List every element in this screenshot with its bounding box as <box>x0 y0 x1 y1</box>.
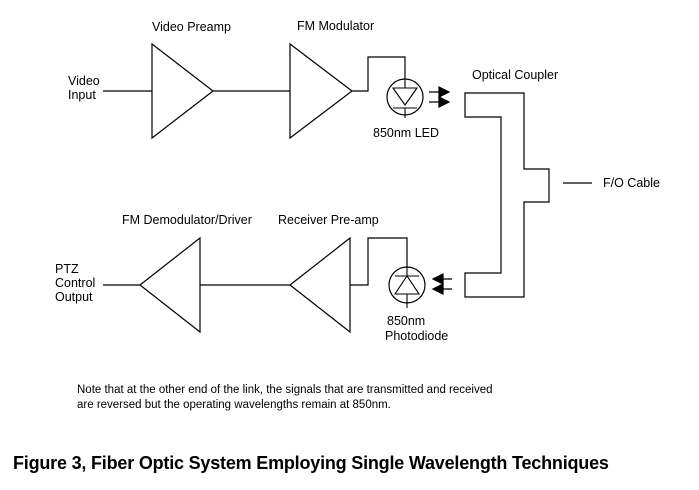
light-arrow-right-icon <box>429 86 451 98</box>
video-preamp-triangle <box>151 42 214 140</box>
led-emission-arrows-icon <box>429 86 451 108</box>
photodiode-label: 850nm Photodiode <box>385 314 448 343</box>
modulator-to-led-wire <box>352 56 406 92</box>
fm-demodulator-triangle <box>139 236 201 334</box>
light-arrow-right-icon <box>429 96 451 108</box>
light-arrow-left-icon <box>431 283 452 295</box>
video-input-line2: Input <box>68 88 96 102</box>
photodiode-incoming-arrows-icon <box>431 273 452 295</box>
ptz-output-line1: PTZ <box>55 262 79 276</box>
photodiode-line1: 850nm <box>387 314 425 328</box>
receiver-preamp-label: Receiver Pre-amp <box>278 213 379 227</box>
ptz-output-line2: Control <box>55 276 95 290</box>
ptz-output-line3: Output <box>55 290 93 304</box>
video-preamp-label: Video Preamp <box>152 20 231 34</box>
led-diode-triangle <box>391 87 419 106</box>
note-line2: are reversed but the operating wavelengt… <box>77 399 391 411</box>
photodiode-to-receiver-wire <box>350 237 408 286</box>
note-line1: Note that at the other end of the link, … <box>77 384 493 396</box>
video-input-label: Video Input <box>68 74 100 102</box>
figure-caption: Figure 3, Fiber Optic System Employing S… <box>13 453 609 473</box>
light-arrow-left-icon <box>431 273 452 285</box>
photodiode-symbol <box>388 266 426 308</box>
optical-coupler-shape <box>464 92 550 298</box>
led-label: 850nm LED <box>373 126 439 140</box>
photodiode-line2: Photodiode <box>385 329 448 343</box>
led-symbol <box>386 78 424 118</box>
receiver-preamp-triangle <box>289 236 351 334</box>
fo-cable-label: F/O Cable <box>603 176 660 190</box>
ptz-output-label: PTZ Control Output <box>55 262 95 304</box>
fm-modulator-triangle <box>289 42 353 140</box>
fm-demodulator-label: FM Demodulator/Driver <box>122 213 252 227</box>
optical-coupler-label: Optical Coupler <box>472 68 558 82</box>
video-input-line1: Video <box>68 74 100 88</box>
fm-modulator-label: FM Modulator <box>297 19 374 33</box>
note-text: Note that at the other end of the link, … <box>77 384 493 411</box>
